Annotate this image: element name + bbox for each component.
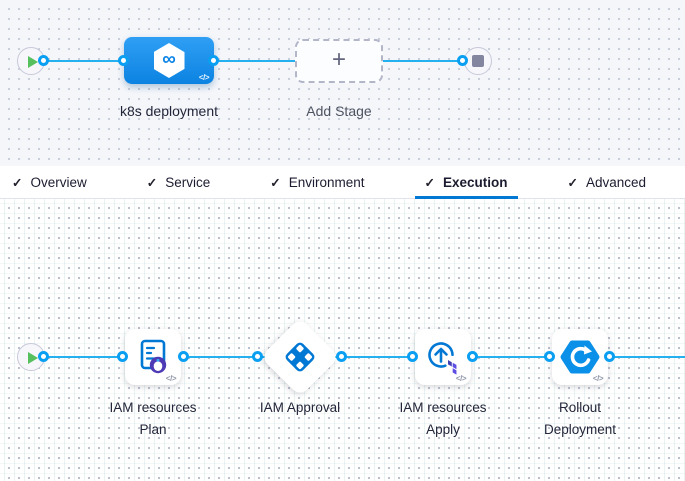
stage-config-tab-bar: ✓ Overview ✓ Service ✓ Environment ✓ Exe… [0, 166, 685, 199]
pipeline-end-node[interactable] [464, 47, 492, 75]
tab-advanced[interactable]: ✓ Advanced [558, 166, 657, 198]
plus-icon: + [331, 46, 346, 73]
check-icon: ✓ [424, 175, 436, 190]
step-card-iam-resources-plan[interactable]: </> [125, 329, 181, 385]
connector-dot [38, 351, 49, 362]
apply-arrow-icon [428, 342, 457, 375]
step-label-iam-approval: IAM Approval [259, 400, 341, 415]
check-icon: ✓ [270, 175, 281, 190]
connector-dot [178, 351, 189, 362]
stage-graph-canvas[interactable]: ∞ </> + k8s deployment Add Stage [0, 0, 685, 166]
connector-dot [208, 55, 219, 66]
connector-dot [38, 55, 49, 66]
add-stage-label: Add Stage [306, 103, 372, 119]
check-icon: ✓ [146, 175, 158, 190]
step-card-iam-resources-apply[interactable]: </> [415, 329, 471, 385]
tab-execution[interactable]: ✓ Execution [414, 166, 518, 199]
connector-dot [407, 351, 418, 362]
approval-diamond-icon [285, 342, 315, 372]
connector-dot [604, 351, 615, 362]
rollout-deployment-icon [560, 340, 600, 374]
tab-label: Execution [443, 174, 508, 190]
connector-dot [336, 351, 347, 362]
cd-stage-hexagon-icon: ∞ [153, 43, 185, 78]
tab-label: Service [165, 174, 211, 190]
stage-connector-line [44, 60, 463, 62]
tab-label: Environment [288, 174, 365, 190]
code-view-icon: </> [455, 374, 467, 383]
code-view-icon: </> [592, 374, 604, 383]
step-label-iam-resources-plan: IAM resources Plan [109, 400, 197, 437]
step-node-iam-approval[interactable] [260, 317, 340, 397]
code-view-icon: </> [198, 73, 210, 82]
tab-label: Advanced [586, 174, 647, 190]
stop-icon [472, 55, 484, 67]
step-card-rollout-deployment[interactable]: </> [552, 329, 608, 385]
check-icon: ✓ [12, 175, 23, 190]
terraform-icon [448, 360, 457, 375]
step-label-rollout-deployment: Rollout Deployment [543, 400, 617, 437]
connector-dot [467, 351, 478, 362]
connector-dot [252, 351, 263, 362]
step-connector-line [44, 356, 685, 358]
code-view-icon: </> [165, 374, 177, 383]
tab-overview[interactable]: ✓ Overview [2, 166, 97, 198]
tab-service[interactable]: ✓ Service [137, 166, 221, 198]
connector-dot [117, 351, 128, 362]
stage-node-k8s-deployment[interactable]: ∞ </> [124, 37, 214, 84]
play-icon [28, 56, 38, 68]
connector-dot [457, 55, 468, 66]
infinity-icon: ∞ [162, 49, 176, 70]
play-icon [28, 352, 38, 364]
execution-graph-canvas[interactable]: </> [0, 199, 685, 481]
connector-dot [544, 351, 555, 362]
connector-dot [118, 55, 129, 66]
step-label-iam-resources-apply: IAM resources Apply [399, 400, 487, 437]
stage-label: k8s deployment [119, 103, 219, 119]
tab-environment[interactable]: ✓ Environment [260, 166, 374, 198]
add-stage-button[interactable]: + [295, 39, 383, 83]
plan-document-icon [140, 339, 167, 374]
tab-label: Overview [30, 174, 87, 190]
check-icon: ✓ [567, 175, 579, 190]
